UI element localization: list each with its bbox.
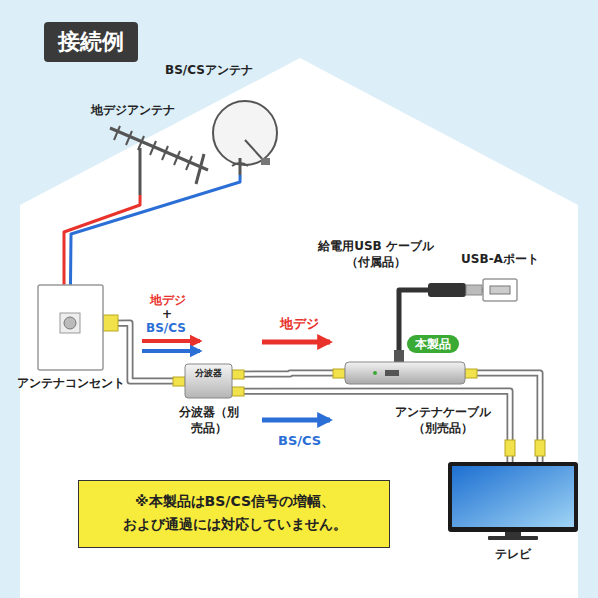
title-box: 接続例 [44, 22, 138, 62]
node-label: 本製品 [407, 335, 459, 353]
signal-label: 地デジ [280, 315, 319, 333]
terrestrial-antenna: 地デジアンテナ [118, 128, 200, 195]
signal-label: BS/CS [146, 320, 186, 336]
connector [232, 391, 510, 462]
connector [399, 290, 483, 362]
antenna-wire [71, 175, 241, 285]
house [20, 58, 578, 598]
cable-label: アンテナケーブル（別売品） [390, 404, 496, 436]
node-label: BS/CSアンテナ [154, 62, 264, 78]
antenna-outlet: アンテナコンセント [38, 285, 103, 370]
bs-cs-dish-drawing [210, 100, 280, 175]
usb-plug [428, 283, 466, 297]
f-connector [173, 377, 185, 386]
signal-label: BS/CS [278, 432, 321, 450]
node-label: 地デジアンテナ [83, 102, 183, 118]
node-label: 分波器 [185, 367, 232, 379]
bs-cs-dish: BS/CSアンテナ [210, 100, 280, 175]
signal-arrow [142, 349, 200, 353]
plus-sign: + [162, 306, 172, 322]
connector [232, 373, 345, 374]
terrestrial-antenna-drawing [118, 128, 200, 195]
cable-label: 給電用USB ケーブル（付属品） [318, 238, 434, 270]
node-label: ※本製品はBS/CS信号の増幅、 および通過には対応していません。 [79, 481, 391, 545]
f-connector [232, 370, 244, 379]
f-connector [333, 369, 345, 378]
antenna-outlet-drawing [38, 285, 103, 370]
usb-cable [399, 290, 483, 362]
amplifier-product-drawing [345, 362, 465, 384]
usb-a-port: USB-Aポート [483, 279, 517, 301]
amplifier-product: 本製品 [345, 362, 465, 384]
coax-cable-core [232, 391, 510, 462]
usb-a-port-drawing [483, 279, 517, 301]
note-box: ※本製品はBS/CS信号の増幅、 および通過には対応していません。 [78, 480, 390, 548]
f-connector [505, 440, 515, 456]
connector [71, 175, 241, 285]
splitter: 分波器分波器（別売品） [185, 364, 232, 398]
node-sublabel: 分波器（別売品） [176, 404, 242, 436]
antenna-wire [64, 195, 140, 285]
f-connector [232, 387, 244, 396]
signal-label: 地デジ [150, 292, 186, 308]
node-label: テレビ [448, 546, 578, 562]
connector [64, 195, 140, 285]
television-drawing [448, 462, 578, 540]
coax-cable [232, 391, 510, 462]
signal-arrow [142, 339, 200, 343]
node-label: USB-Aポート [453, 251, 547, 267]
television: テレビ [448, 462, 578, 540]
l-plug [103, 315, 118, 331]
node-label: アンテナコンセント [13, 375, 129, 391]
signal-arrow [262, 418, 330, 423]
coax-cable [232, 373, 345, 374]
signal-arrow [262, 340, 330, 345]
micro-usb-plug [394, 350, 404, 362]
f-connector [535, 440, 545, 456]
usb-plug-tip [466, 285, 482, 295]
coax-cable-core [232, 373, 345, 374]
f-connector [465, 369, 477, 378]
